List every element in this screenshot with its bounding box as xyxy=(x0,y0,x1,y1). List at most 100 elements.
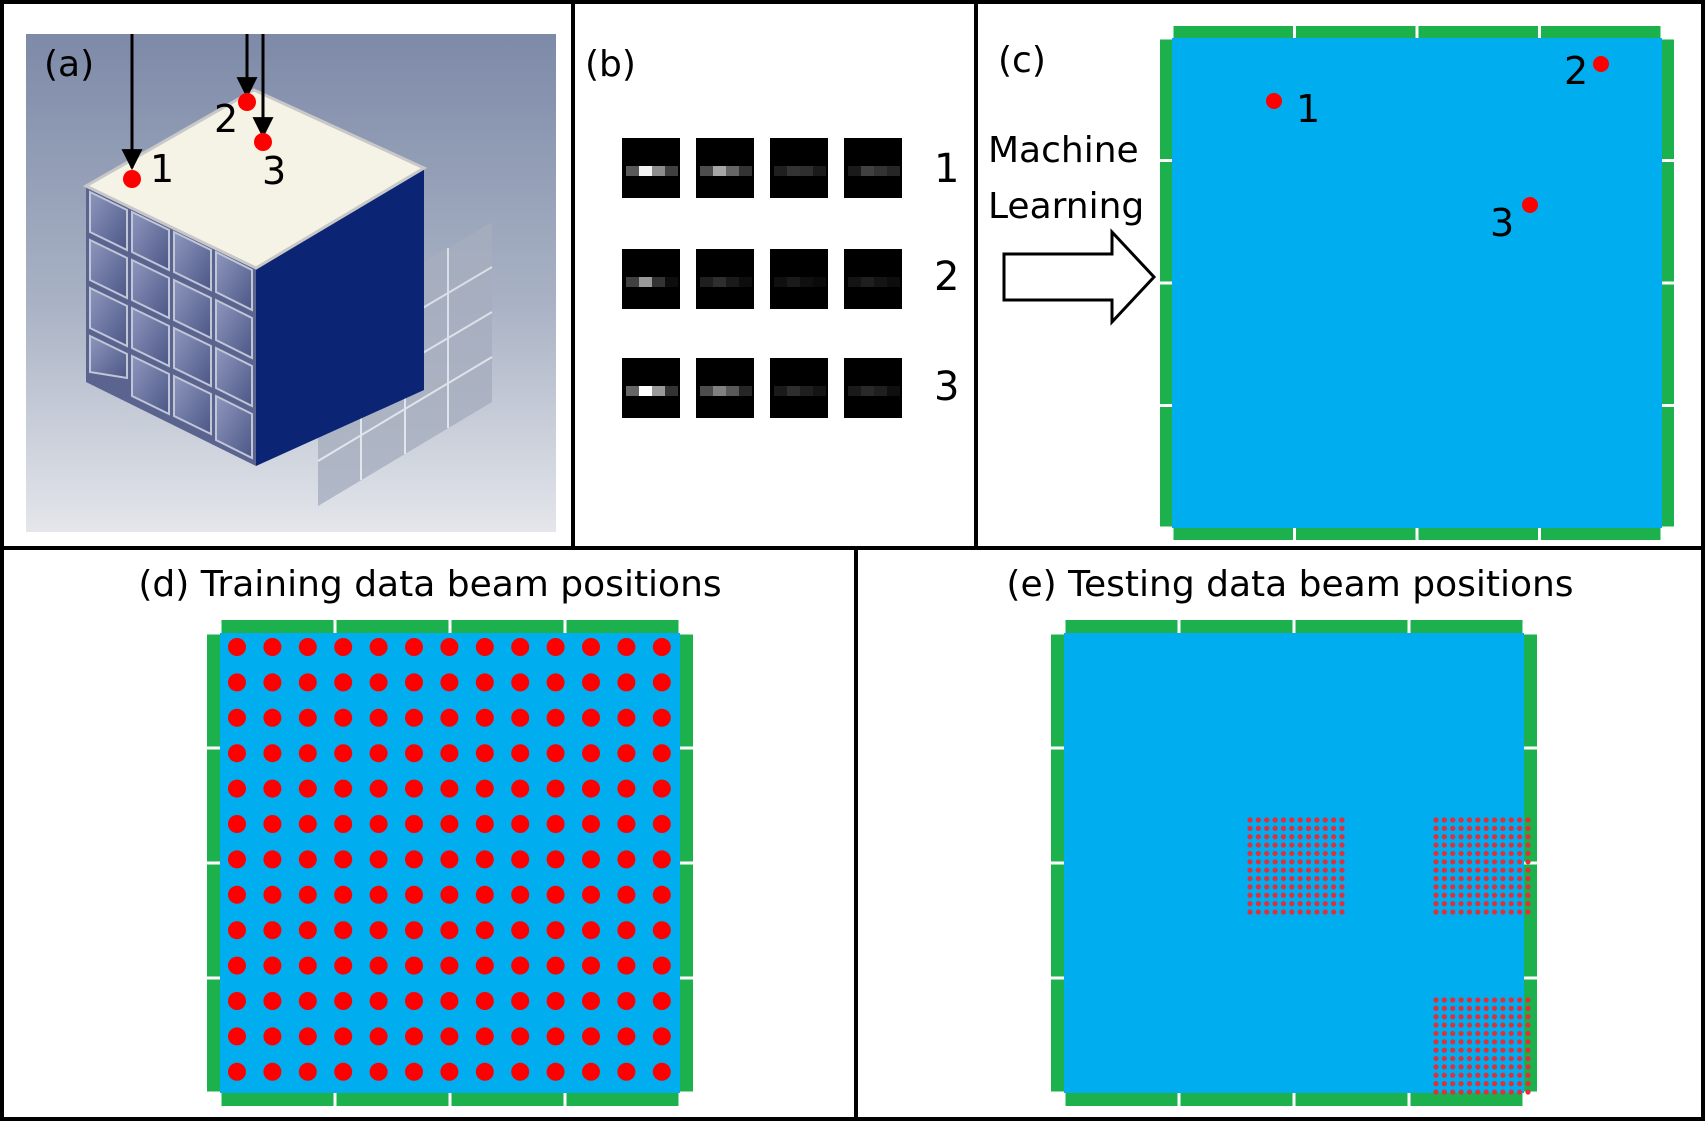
detector-c-strip-right xyxy=(1662,284,1674,404)
testing-beam-point xyxy=(1475,817,1481,823)
testing-beam-point xyxy=(1272,825,1278,831)
training-beam-point xyxy=(228,779,246,798)
testing-beam-point xyxy=(1508,867,1514,873)
testing-beam-point xyxy=(1491,842,1498,848)
position-points-c xyxy=(1266,56,1609,213)
testing-beam-point xyxy=(1322,892,1328,898)
training-beam-point xyxy=(298,956,317,975)
testing-beam-point xyxy=(1475,875,1481,882)
testing-beam-point xyxy=(1466,1022,1473,1028)
testing-beam-point xyxy=(1475,1047,1481,1053)
testing-beam-point xyxy=(1264,850,1270,857)
signal-pixel xyxy=(665,386,678,396)
testing-beam-point xyxy=(1500,1030,1506,1037)
training-beam-point xyxy=(228,850,246,869)
testing-beam-point xyxy=(1500,1047,1506,1053)
testing-beam-point xyxy=(1255,875,1261,882)
testing-beam-point xyxy=(1500,1005,1506,1011)
testing-beam-point xyxy=(1458,909,1464,915)
detector-d-strip-left xyxy=(207,979,220,1092)
testing-beam-point xyxy=(1314,859,1320,865)
testing-beam-point xyxy=(1339,842,1345,848)
testing-beam-point xyxy=(1441,1022,1447,1028)
testing-beam-point xyxy=(1322,842,1328,848)
signal-pixel xyxy=(813,386,826,396)
training-beam-point xyxy=(334,921,353,940)
detector-d-strip-bottom xyxy=(566,1093,679,1106)
testing-beam-point xyxy=(1458,1081,1464,1087)
training-beam-point xyxy=(617,956,636,975)
training-beam-point xyxy=(652,708,671,727)
signal-pixel xyxy=(887,277,900,287)
testing-beam-point xyxy=(1272,817,1278,823)
training-beam-point xyxy=(369,708,388,727)
testing-beam-point xyxy=(1289,867,1295,873)
signal-pixel xyxy=(639,166,652,176)
testing-beam-point xyxy=(1458,884,1464,890)
testing-beam-point xyxy=(1500,1064,1506,1070)
testing-beam-point xyxy=(1331,875,1337,882)
training-beam-point xyxy=(652,956,671,975)
training-beam-point xyxy=(228,815,246,833)
testing-beam-point xyxy=(1441,817,1447,823)
testing-beam-point xyxy=(1458,997,1464,1003)
signal-pixel xyxy=(739,166,752,176)
training-beam-point xyxy=(369,885,388,904)
signal-pixel xyxy=(726,386,739,396)
testing-beam-point xyxy=(1331,901,1337,907)
testing-beam-point xyxy=(1433,859,1439,865)
testing-beam-point xyxy=(1508,1030,1514,1037)
testing-beam-point xyxy=(1475,1005,1481,1011)
signal-pixel xyxy=(787,166,800,176)
testing-beam-point xyxy=(1441,867,1447,873)
training-beam-point xyxy=(263,779,282,798)
training-beam-point xyxy=(511,992,530,1010)
training-beam-point xyxy=(617,850,636,869)
training-beam-point xyxy=(546,1062,565,1081)
testing-beam-point xyxy=(1305,850,1312,857)
testing-beam-point xyxy=(1272,850,1278,857)
testing-beam-point xyxy=(1433,892,1439,898)
testing-beam-point xyxy=(1475,1055,1481,1062)
training-beam-point xyxy=(334,1062,353,1081)
training-beam-point xyxy=(582,1062,600,1081)
signal-pixel xyxy=(665,277,678,287)
training-beam-point xyxy=(652,992,671,1010)
testing-beam-point xyxy=(1500,1039,1506,1045)
panel-a: (a) 1 2 3 xyxy=(26,34,556,532)
testing-beam-point xyxy=(1508,909,1514,915)
testing-beam-point xyxy=(1475,1064,1481,1070)
testing-beam-point xyxy=(1289,850,1295,857)
training-beam-point xyxy=(617,744,636,763)
testing-beam-point xyxy=(1525,901,1531,907)
training-beam-point xyxy=(405,921,423,940)
testing-beam-point xyxy=(1314,834,1320,840)
testing-beam-point xyxy=(1458,1014,1464,1020)
testing-beam-point xyxy=(1322,901,1328,907)
training-beam-point xyxy=(652,638,671,656)
detector-d-strip-bottom xyxy=(221,1093,334,1106)
training-beam-point xyxy=(228,992,246,1010)
training-beam-point xyxy=(546,1027,565,1046)
testing-beam-point xyxy=(1441,859,1447,865)
testing-beam-point xyxy=(1483,825,1489,831)
training-beam-point xyxy=(546,992,565,1010)
testing-beam-point xyxy=(1255,842,1261,848)
testing-beam-point xyxy=(1491,1005,1498,1011)
testing-beam-point xyxy=(1441,892,1447,898)
testing-beam-point xyxy=(1483,875,1489,882)
training-beam-point xyxy=(298,779,317,798)
signal-pixel xyxy=(713,277,726,287)
testing-beam-point xyxy=(1264,909,1270,915)
signal-row-label-3: 3 xyxy=(934,364,959,410)
testing-beam-point xyxy=(1433,1055,1439,1062)
arrow-text-machine: Machine xyxy=(988,130,1139,171)
testing-beam-point xyxy=(1517,1089,1523,1095)
testing-beam-point xyxy=(1475,909,1481,915)
testing-beam-point xyxy=(1441,1064,1447,1070)
signal-pixel xyxy=(774,386,787,396)
testing-beam-point xyxy=(1280,817,1287,823)
training-beam-point xyxy=(582,921,600,940)
testing-cluster xyxy=(1247,817,1345,915)
testing-beam-point xyxy=(1305,834,1312,840)
